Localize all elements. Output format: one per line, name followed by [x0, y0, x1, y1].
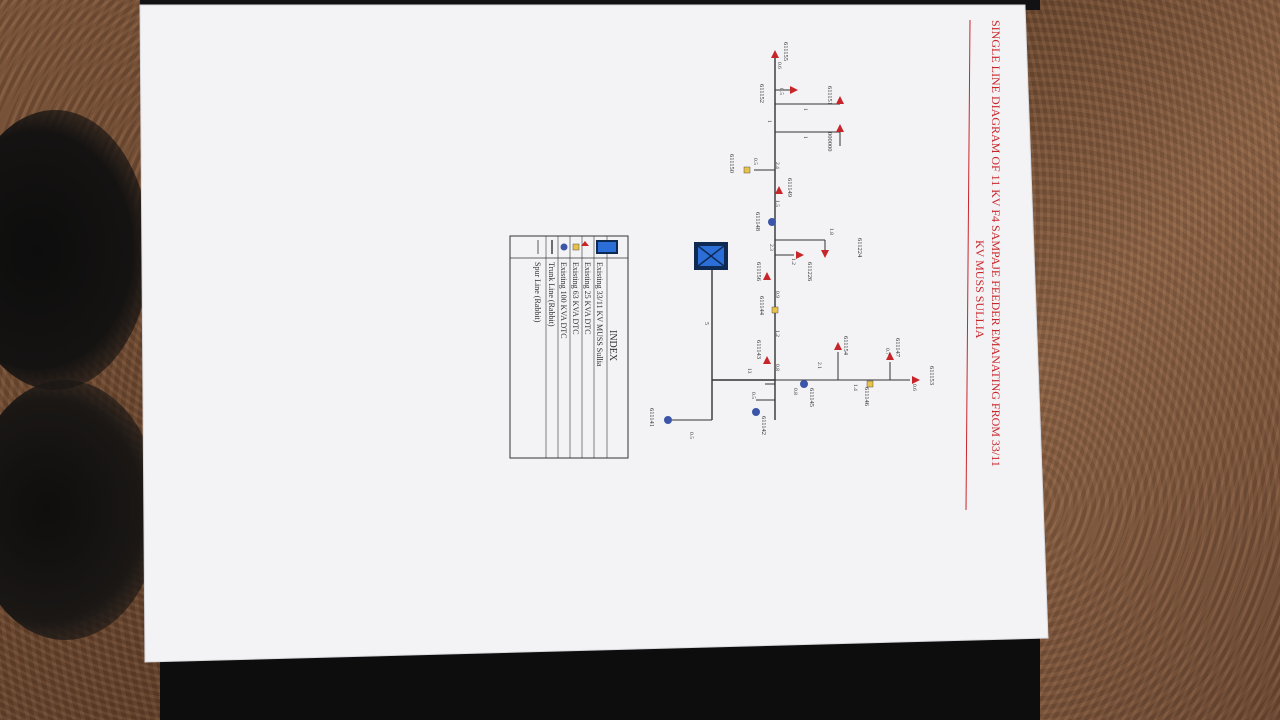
- legend-item-0: Existing 33/11 KV MUSS Sullia: [595, 262, 604, 367]
- len-2.4: 2.4: [774, 162, 780, 169]
- title-underline: [965, 19, 971, 511]
- len-5: 5: [703, 322, 709, 325]
- node-611148: 611148: [754, 212, 761, 231]
- len-1-a: 1: [802, 136, 808, 139]
- dark-fabric-top: [0, 110, 150, 390]
- dark-fabric-bottom: [0, 380, 160, 640]
- legend-100kva-icon: [560, 243, 568, 251]
- paper-edge: [139, 4, 1049, 663]
- dtc-25-611151: [836, 96, 844, 104]
- dtc-25-611149: [775, 186, 783, 194]
- len-1.4: 1.4: [852, 384, 858, 391]
- dtc-25-611155: [771, 50, 779, 58]
- diagram-title-line1: SINGLE LINE DIAGRAM OF 11 KV F4 SAMPAJE …: [989, 20, 1003, 467]
- len-13: 13: [746, 368, 752, 374]
- dtc-25-611156: [763, 272, 771, 280]
- dtc-25-611226: [796, 251, 804, 259]
- node-611141: 611141: [648, 408, 655, 427]
- len-1-b: 1: [802, 108, 808, 111]
- node-611147: 611147: [894, 338, 901, 358]
- node-611154: 611154: [842, 336, 849, 356]
- dtc-100-611142: [752, 408, 760, 416]
- node-611143: 611143: [755, 340, 762, 359]
- len-0.5-b: 0.5: [688, 432, 694, 439]
- len-0.5-c: 0.5: [752, 158, 758, 165]
- dtc-25-611153: [912, 376, 920, 384]
- legend-item-3: Existing 100 KVA DTC: [559, 262, 568, 339]
- dtc-63-611146: [866, 380, 874, 388]
- node-611149: 611149: [786, 178, 793, 197]
- len-1-c: 1: [766, 120, 772, 123]
- diagram-title-line2: KV MUSS SULLIA: [973, 240, 987, 339]
- dtc-100-611141: [664, 416, 672, 424]
- len-0.6-b: 0.6: [776, 62, 782, 69]
- len-1.8: 1.8: [828, 228, 834, 235]
- dtc-63-611150: [743, 166, 751, 174]
- len-0.6-a: 0.6: [911, 384, 917, 391]
- dtc-63-611144: [771, 306, 779, 314]
- node-000000: 000000: [826, 132, 833, 152]
- node-611156: 611156: [755, 262, 762, 282]
- dtc-25-611152: [790, 86, 798, 94]
- legend-item-5: Spur Line (Rabbit): [533, 262, 542, 323]
- legend-25kva-icon: [581, 241, 589, 246]
- node-611224: 611224: [856, 238, 863, 258]
- node-611155: 611155: [782, 42, 789, 61]
- node-611226: 611226: [806, 262, 813, 282]
- node-611150: 611150: [728, 154, 735, 173]
- len-0.5-d: 0.5: [778, 88, 784, 95]
- node-611144: 611144: [758, 296, 765, 316]
- len-2.3: 2.3: [768, 244, 774, 251]
- dtc-100-611148: [768, 218, 776, 226]
- len-0.8-b: 0.8: [774, 364, 780, 371]
- legend-item-4: Trunk Line (Rabbit): [547, 262, 556, 327]
- dtc-25-611143: [763, 356, 771, 364]
- dtc-25-611147: [886, 352, 894, 360]
- diagram: SINGLE LINE DIAGRAM OF 11 KV F4 SAMPAJE …: [509, 19, 1003, 511]
- legend-heading: INDEX: [607, 330, 618, 362]
- node-611152: 611152: [758, 84, 765, 103]
- len-0.9: 0.9: [774, 291, 780, 298]
- node-611142: 611142: [760, 416, 767, 435]
- len-1.2-a: 1.2: [774, 330, 780, 337]
- len-0.8-a: 0.8: [792, 388, 798, 395]
- index-legend: INDEX Existing 33/11 KV MUSS Sullia Exis…: [509, 235, 629, 459]
- legend-63kva-icon: [572, 243, 580, 251]
- len-0.5-a: 0.5: [750, 392, 756, 399]
- legend-border: [509, 235, 629, 459]
- dtc-25-611224: [821, 250, 829, 258]
- node-611153: 611153: [928, 366, 935, 385]
- dtc-100-611145: [800, 380, 808, 388]
- legend-item-2: Existing 63 KVA DTC: [571, 262, 580, 335]
- len-1.5: 1.5: [774, 200, 780, 207]
- dtc-25-611154: [834, 342, 842, 350]
- legend-item-1: Existing 25 KVA DTC: [583, 262, 592, 335]
- node-611151: 611151: [826, 86, 833, 105]
- len-2.1: 2.1: [816, 362, 822, 369]
- len-1.2-b: 1.2: [790, 258, 796, 265]
- dtc-25-000000: [836, 124, 844, 132]
- node-611145: 611145: [808, 388, 815, 407]
- len-0.7: 0.7: [884, 348, 890, 355]
- node-611146: 611146: [863, 387, 870, 407]
